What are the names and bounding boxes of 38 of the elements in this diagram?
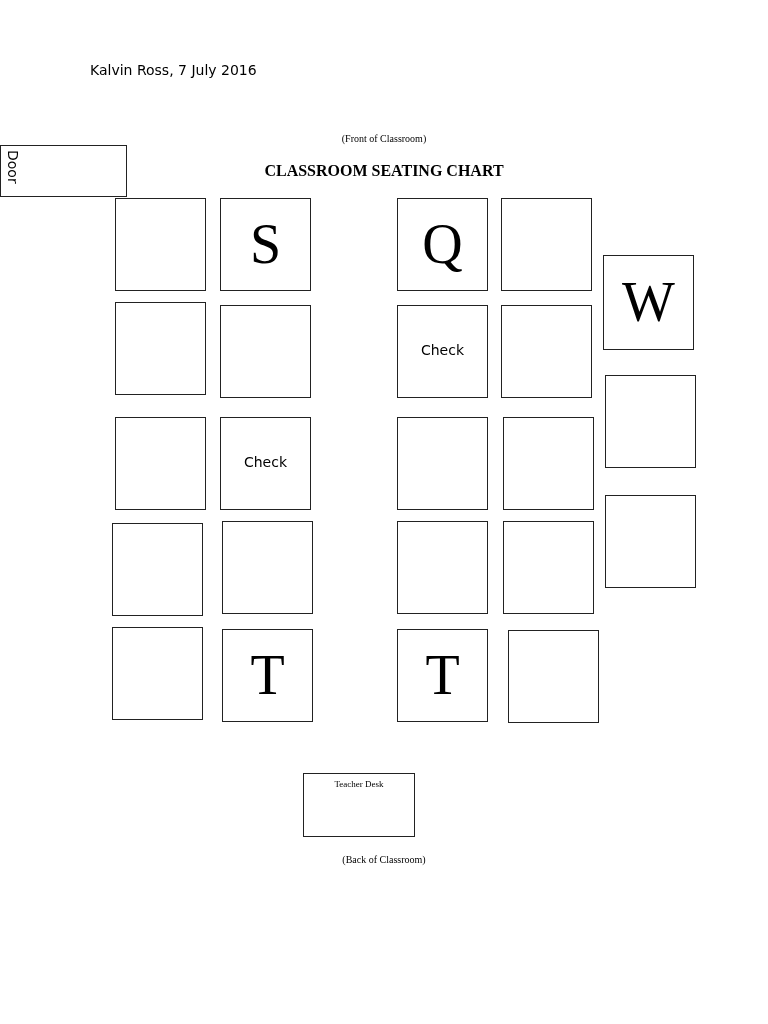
desk [112, 627, 203, 720]
desk [397, 629, 488, 722]
desk [220, 417, 311, 510]
desk [397, 198, 488, 291]
desk-letter: T [250, 646, 285, 703]
door-label: Door [5, 150, 21, 184]
desk-letter: Q [422, 215, 463, 272]
desk [501, 198, 592, 291]
teacher-desk [303, 773, 415, 837]
desk [603, 255, 694, 350]
desk [605, 375, 696, 468]
desk [220, 198, 311, 291]
back-label: (Back of Classroom) [342, 854, 426, 865]
title: CLASSROOM SEATING CHART [264, 162, 504, 180]
desk [220, 305, 311, 398]
door-box [0, 145, 127, 197]
desk-letter: W [622, 273, 675, 330]
desk-label: Teacher Desk [334, 779, 384, 789]
desk [503, 521, 594, 614]
desk [115, 417, 206, 510]
front-label: (Front of Classroom) [341, 133, 427, 144]
desk-note: Check [420, 341, 465, 358]
desk [115, 198, 206, 291]
desk-note: Check [243, 453, 288, 470]
desk [115, 302, 206, 395]
desk [222, 521, 313, 614]
desk [605, 495, 696, 588]
desk [112, 523, 203, 616]
desk [503, 417, 594, 510]
desk-letter: T [425, 646, 460, 703]
desk [397, 417, 488, 510]
author-date: Kalvin Ross, 7 July 2016 [90, 62, 257, 78]
desk [501, 305, 592, 398]
desk [397, 305, 488, 398]
desk [508, 630, 599, 723]
desk-letter: S [249, 215, 282, 272]
desk [397, 521, 488, 614]
desk [222, 629, 313, 722]
